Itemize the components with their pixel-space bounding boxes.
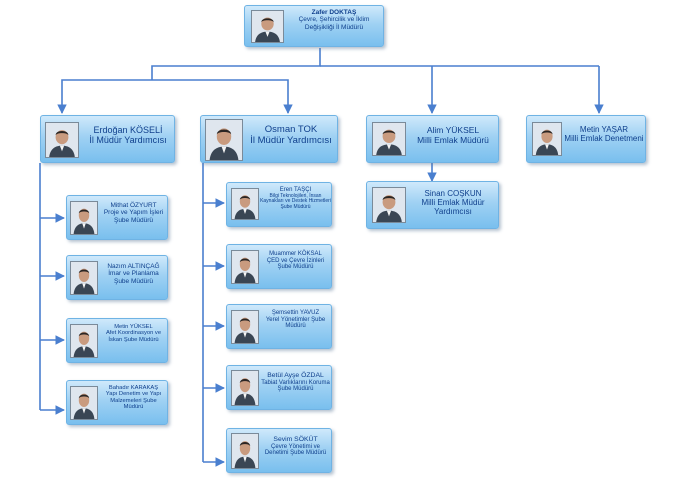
node-karakas: Bahadır KARAKAŞ Yapı Denetim ve Yapı Mal… xyxy=(66,380,168,425)
node-title: Bilgi Teknolojileri, İnsan Kaynakları ve… xyxy=(260,192,331,210)
node-name: Metin YAŞAR xyxy=(579,125,629,134)
person-photo-icon xyxy=(70,201,98,235)
line-to-tok xyxy=(152,79,293,114)
node-name: Sinan COŞKUN xyxy=(424,189,482,198)
node-name: Mithat ÖZYURT xyxy=(110,202,157,209)
person-photo-icon xyxy=(532,122,562,156)
person-photo-icon xyxy=(70,261,98,295)
node-title: Milli Emlak Müdürü xyxy=(417,134,489,145)
node-director: Zafer DOKTAŞ Çevre, Şehircilik ve İklim … xyxy=(244,5,384,47)
node-title: İl Müdür Yardımcısı xyxy=(250,134,332,146)
person-photo-icon xyxy=(372,122,406,156)
node-myuksel: Metin YÜKSEL Afet Koordinasyon ve İskan … xyxy=(66,318,168,363)
node-title: İmar ve Planlama Şube Müdürü xyxy=(108,270,159,285)
node-title: Proje ve Yapım İşleri Şube Müdürü xyxy=(103,209,164,224)
node-title: Çevre, Şehircilik ve İklim Değişikliği İ… xyxy=(298,16,370,31)
node-koseli: Erdoğan KÖSELİ İl Müdür Yardımcısı xyxy=(40,115,175,163)
node-yavuz: Şemsettin YAVUZ Yerel Yönetimler Şube Mü… xyxy=(226,304,332,349)
person-photo-icon xyxy=(231,433,259,469)
node-name: Nazım ALTINÇAĞ xyxy=(107,263,160,270)
person-photo-icon xyxy=(70,324,98,358)
person-photo-icon xyxy=(231,370,259,406)
node-title: Yapı Denetim ve Yapı Malzemeleri Şube Mü… xyxy=(105,391,162,411)
node-title: Afet Koordinasyon ve İskan Şube Müdürü xyxy=(105,330,162,343)
line-director-down xyxy=(151,48,321,80)
node-yasar: Metin YAŞAR Milli Emlak Denetmeni xyxy=(526,115,646,163)
person-photo-icon xyxy=(372,187,406,223)
node-sokut: Sevim SÖKÜT Çevre Yönetimi ve Denetimi Ş… xyxy=(226,428,332,473)
node-altincag: Nazım ALTINÇAĞ İmar ve Planlama Şube Müd… xyxy=(66,255,168,300)
node-title: Tabiat Varlıklarını Koruma Şube Müdürü xyxy=(261,379,330,393)
node-name: Alim YÜKSEL xyxy=(426,125,480,135)
node-name: Eren TAŞÇI xyxy=(279,187,312,193)
person-photo-icon xyxy=(251,10,284,43)
node-name: Betül Ayşe ÖZDAL xyxy=(267,372,324,379)
node-ozdal: Betül Ayşe ÖZDAL Tabiat Varlıklarını Kor… xyxy=(226,365,332,410)
person-photo-icon xyxy=(70,386,98,420)
node-title: Milli Emlak Müdür Yardımcısı xyxy=(421,197,485,216)
node-yuksel: Alim YÜKSEL Milli Emlak Müdürü xyxy=(366,115,499,163)
node-coskun: Sinan COŞKUN Milli Emlak Müdür Yardımcıs… xyxy=(366,181,499,229)
node-tok: Osman TOK İl Müdür Yardımcısı xyxy=(200,115,338,163)
node-name: Zafer DOKTAŞ xyxy=(311,9,357,16)
node-title: ÇED ve Çevre İzinleri Şube Müdürü xyxy=(266,257,325,271)
node-name: Erdoğan KÖSELİ xyxy=(93,125,163,135)
person-photo-icon xyxy=(45,122,79,158)
node-name: Sevim SÖKÜT xyxy=(273,436,318,443)
node-name: Bahadır KARAKAŞ xyxy=(108,385,159,391)
node-name: Şemsettin YAVUZ xyxy=(271,310,320,316)
line-to-koseli xyxy=(57,79,152,114)
node-title: İl Müdür Yardımcısı xyxy=(89,135,167,146)
node-title: Çevre Yönetimi ve Denetimi Şube Müdürü xyxy=(264,443,327,457)
node-koksal: Muammer KÖKSAL ÇED ve Çevre İzinleri Şub… xyxy=(226,244,332,289)
node-title: Yerel Yönetimler Şube Müdürü xyxy=(265,316,326,330)
node-title: Milli Emlak Denetmeni xyxy=(564,133,644,143)
node-name: Metin YÜKSEL xyxy=(114,324,153,330)
person-photo-icon xyxy=(231,188,259,220)
person-photo-icon xyxy=(231,310,259,344)
node-ozyurt: Mithat ÖZYURT Proje ve Yapım İşleri Şube… xyxy=(66,195,168,240)
node-tasci: Eren TAŞÇI Bilgi Teknolojileri, İnsan Ka… xyxy=(226,182,332,227)
person-photo-icon xyxy=(205,119,243,161)
node-name: Muammer KÖKSAL xyxy=(269,251,322,257)
node-name: Osman TOK xyxy=(264,124,318,135)
person-photo-icon xyxy=(231,250,259,284)
